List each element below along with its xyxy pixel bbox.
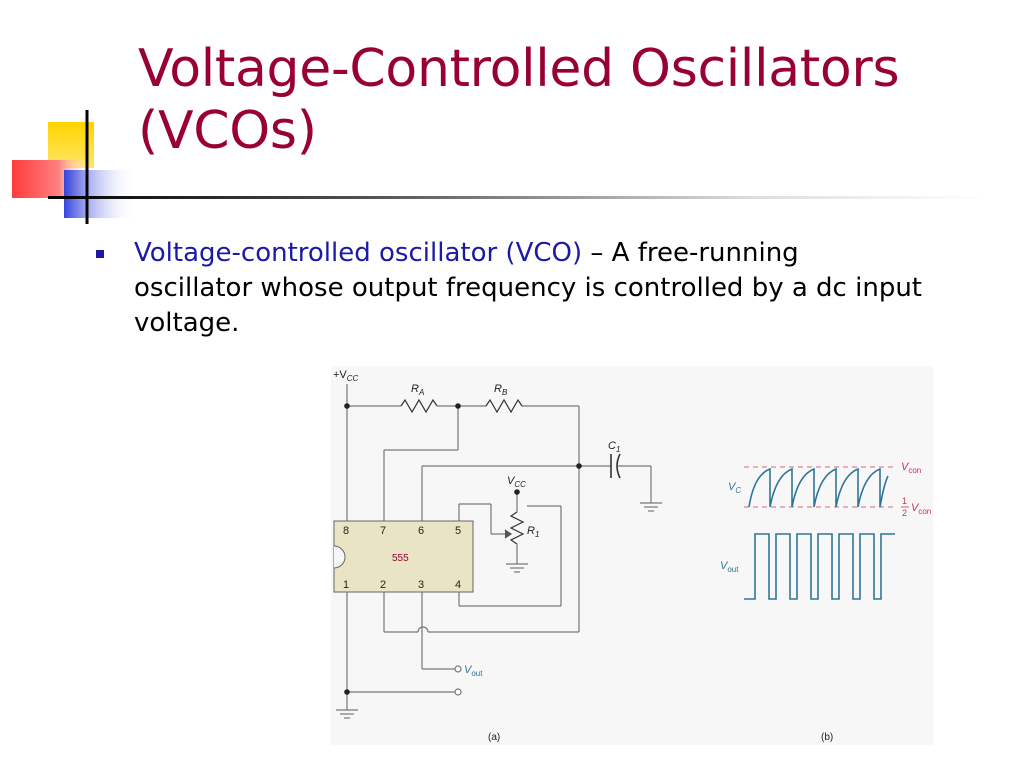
- output-terminals: [454, 665, 462, 696]
- svg-text:VCC: VCC: [507, 475, 526, 489]
- svg-text:7: 7: [380, 525, 386, 537]
- caption-a: (a): [488, 732, 500, 743]
- svg-text:8: 8: [343, 525, 349, 537]
- vout-square-wave: [744, 533, 895, 600]
- blue-square: [64, 170, 136, 218]
- bullet-definition: – A free-running oscillator whose output…: [134, 238, 922, 338]
- title-divider: [48, 196, 988, 199]
- slide-title-line2: (VCOs): [138, 101, 317, 162]
- bullet-text: Voltage-controlled oscillator (VCO) – A …: [134, 236, 924, 341]
- svg-text:1: 1: [343, 579, 349, 591]
- waveform-labels: Vcon 1 2 Vcon VC Vout (b): [720, 461, 931, 743]
- ic-label: 555: [392, 553, 409, 564]
- svg-text:Vout: Vout: [720, 560, 739, 574]
- svg-text:VC: VC: [728, 481, 741, 495]
- ic-555: [333, 520, 474, 593]
- svg-text:6: 6: [418, 525, 424, 537]
- caption-b: (b): [821, 732, 833, 743]
- bullet-square-icon: [96, 250, 104, 258]
- svg-text:+VCC: +VCC: [333, 369, 359, 383]
- svg-text:4: 4: [455, 579, 461, 591]
- waveform-panel: [744, 466, 896, 600]
- potentiometer-r1: [509, 511, 525, 545]
- svg-text:Vout: Vout: [464, 664, 483, 678]
- circuit-labels: +VCC RA RB C1 VCC R1 Vout (a): [333, 369, 620, 743]
- svg-text:3: 3: [418, 579, 424, 591]
- title-decoration: [12, 110, 136, 224]
- svg-text:2: 2: [380, 579, 386, 591]
- circuit-diagram: [336, 384, 662, 719]
- svg-text:RA: RA: [411, 383, 424, 397]
- resistor-ra: [400, 398, 438, 414]
- svg-text:RB: RB: [494, 383, 508, 397]
- bullet-term: Voltage-controlled oscillator (VCO): [134, 238, 583, 268]
- svg-text:R1: R1: [527, 525, 539, 539]
- ic-pin-numbers: 8 7 6 5 1 2 3 4 555: [343, 525, 461, 591]
- vc-sawtooth-wave: [748, 467, 889, 508]
- vco-figure: +VCC RA RB C1 VCC R1 Vout (a) 8 7 6 5 1 …: [331, 366, 933, 745]
- circuit-nodes: [344, 403, 582, 695]
- slide-title: Voltage-Controlled Oscillators (VCOs): [138, 38, 900, 163]
- svg-text:1: 1: [902, 496, 907, 506]
- svg-text:C1: C1: [608, 440, 620, 454]
- resistor-rb: [485, 398, 523, 414]
- svg-text:Vcon: Vcon: [911, 502, 931, 516]
- slide-title-line1: Voltage-Controlled Oscillators: [138, 39, 900, 99]
- svg-text:2: 2: [902, 508, 907, 518]
- svg-text:Vcon: Vcon: [901, 461, 921, 475]
- svg-text:5: 5: [455, 525, 461, 537]
